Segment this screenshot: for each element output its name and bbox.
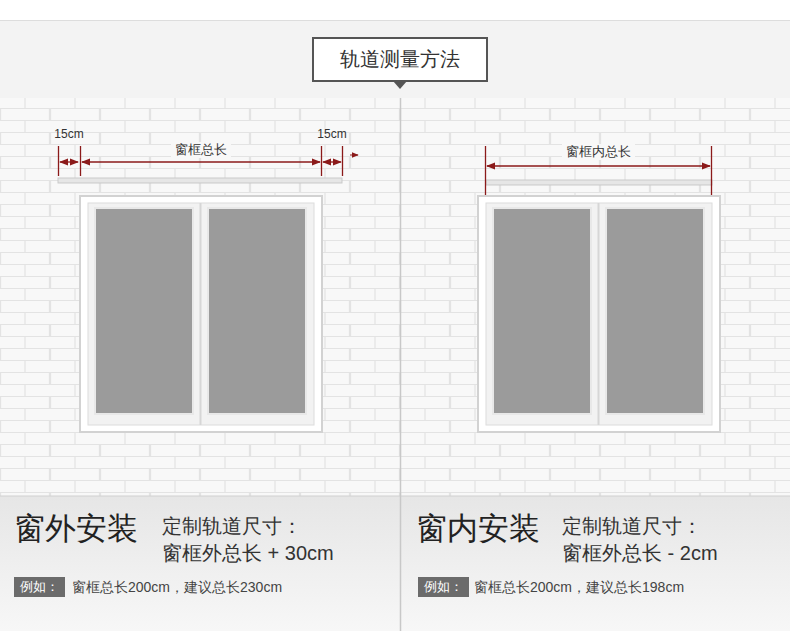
rule-formula: 窗框外总长 + 30cm xyxy=(162,541,334,565)
panel-divider xyxy=(400,98,402,631)
example-text: 窗框总长200cm，建议总长198cm xyxy=(474,579,684,596)
title-pointer xyxy=(393,81,407,89)
top-rule xyxy=(0,20,790,21)
top-strip xyxy=(0,0,790,20)
example-text: 窗框总长200cm，建议总长230cm xyxy=(72,579,282,596)
method-heading: 窗外安装 xyxy=(14,510,138,547)
curtain-rail xyxy=(486,180,712,185)
title-box: 轨道测量方法 xyxy=(312,37,488,82)
rule-formula: 窗框外总长 - 2cm xyxy=(562,541,718,565)
band-rule xyxy=(0,496,790,497)
dimension-label: 15cm xyxy=(317,127,346,141)
title-text: 轨道测量方法 xyxy=(340,47,460,72)
method-heading: 窗内安装 xyxy=(416,510,540,547)
curtain-rail xyxy=(58,178,342,183)
badge-text: 例如： xyxy=(424,579,463,595)
example-badge: 例如： xyxy=(14,577,65,597)
caption-band xyxy=(0,496,790,631)
dimension-label: 窗框内总长 xyxy=(562,144,635,160)
rule-heading: 定制轨道尺寸： xyxy=(562,514,702,538)
window-right xyxy=(478,196,720,432)
brick-wall xyxy=(0,98,790,496)
window-left xyxy=(80,196,322,432)
dimension-label: 窗框总长 xyxy=(171,142,231,158)
dimension-label: 15cm xyxy=(54,127,83,141)
example-badge: 例如： xyxy=(418,577,469,597)
badge-text: 例如： xyxy=(20,579,59,595)
rule-heading: 定制轨道尺寸： xyxy=(162,514,302,538)
